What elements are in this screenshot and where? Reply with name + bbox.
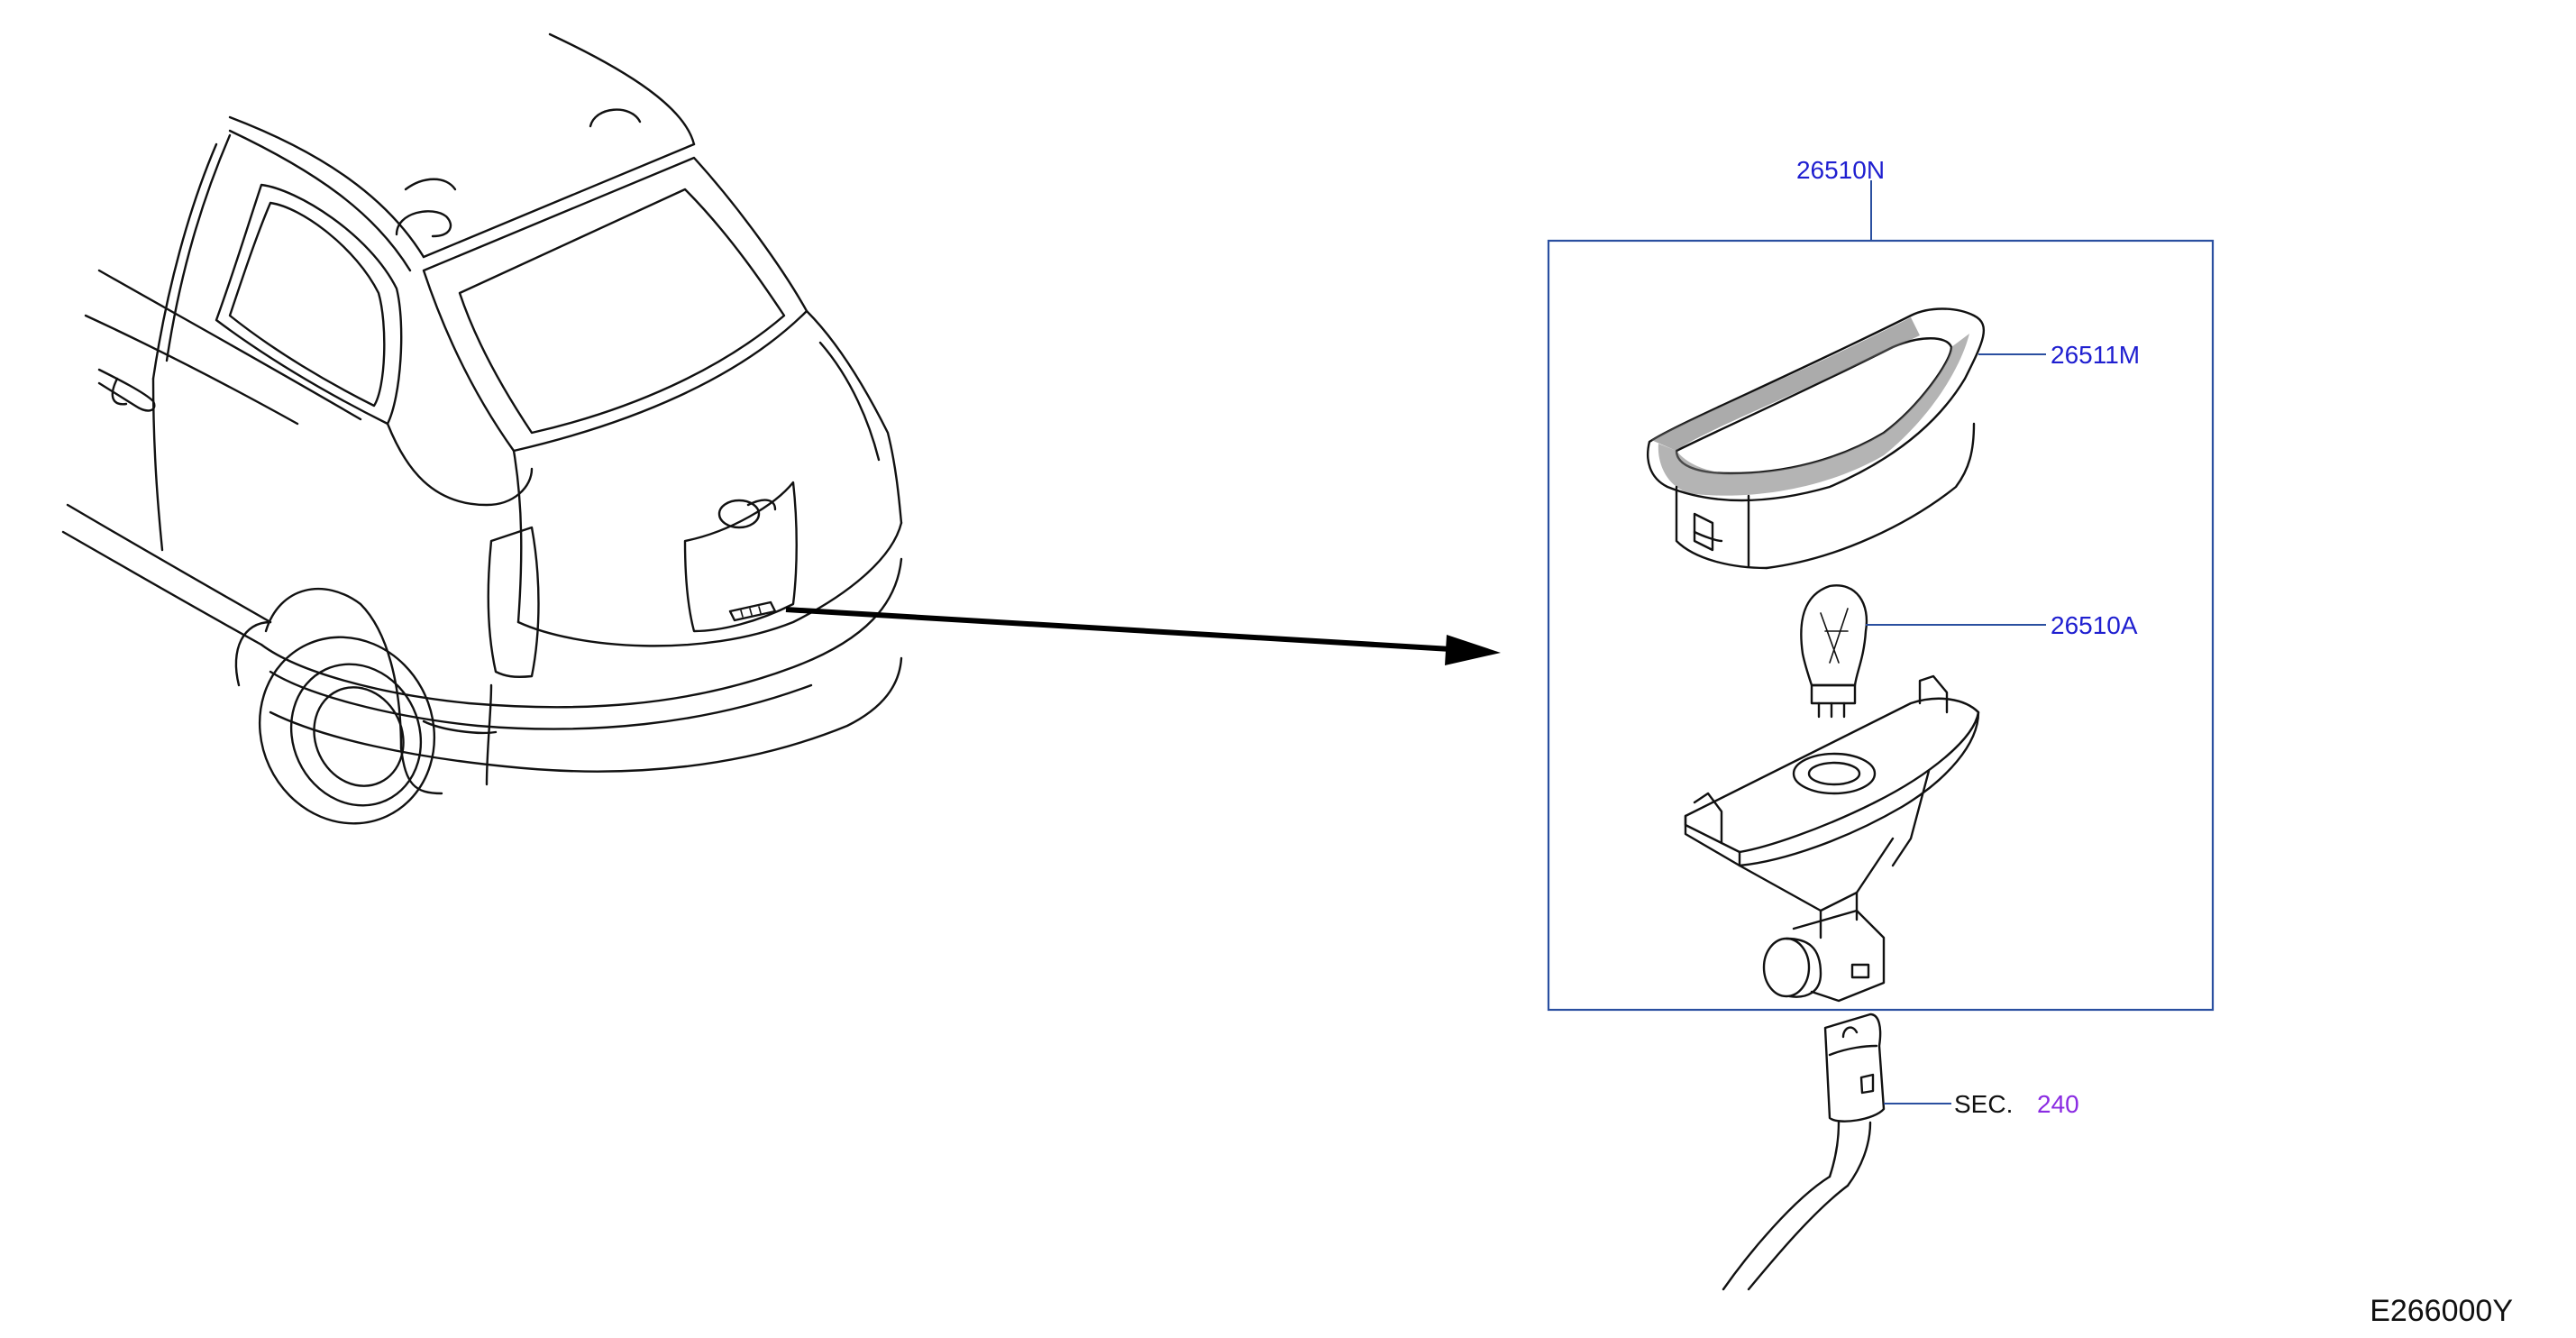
bulb-illustration xyxy=(1800,584,1868,719)
assembly-frame xyxy=(1547,239,2215,1012)
lens-part-number[interactable]: 26511M xyxy=(2051,341,2140,369)
car-rear-illustration xyxy=(61,32,903,825)
section-reference-link[interactable]: 240 xyxy=(2037,1090,2079,1118)
assembly-part-number[interactable]: 26510N xyxy=(1796,156,1885,184)
pointer-arrow xyxy=(785,607,1501,665)
lamp-housing-illustration xyxy=(1684,674,1980,1003)
diagram-code: E266000Y xyxy=(2370,1294,2513,1328)
section-prefix: SEC. xyxy=(1954,1090,2013,1118)
bulb-part-number[interactable]: 26510A xyxy=(2051,611,2138,639)
connector-harness-illustration xyxy=(1722,1013,1886,1291)
lens-cover-illustration xyxy=(1647,307,1986,570)
